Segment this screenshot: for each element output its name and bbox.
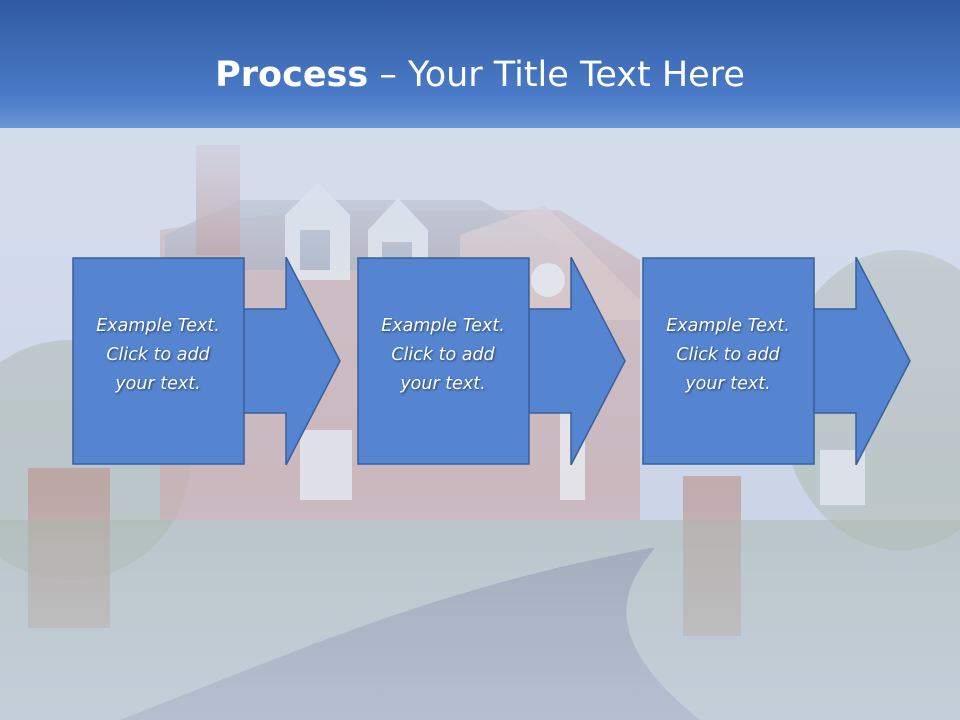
step-text-line: Click to add <box>391 345 495 365</box>
step-text-line: Example Text. <box>666 316 790 336</box>
step-text-line: your text. <box>115 374 201 394</box>
arrow-right-icon <box>72 257 341 465</box>
arrow-right-icon <box>642 257 911 465</box>
step-text-line: your text. <box>685 374 771 394</box>
step-text-line: your text. <box>400 374 486 394</box>
step-text-line: Example Text. <box>96 316 220 336</box>
step-text: Example Text. Click to add your text. <box>642 312 814 399</box>
step-text-line: Example Text. <box>381 316 505 336</box>
step-text-line: Click to add <box>676 345 780 365</box>
process-step-3[interactable]: Example Text. Click to add your text. <box>642 257 912 465</box>
step-text-line: Click to add <box>106 345 210 365</box>
slide-title[interactable]: Process – Your Title Text Here <box>0 52 960 98</box>
step-text: Example Text. Click to add your text. <box>357 312 529 399</box>
process-step-1[interactable]: Example Text. Click to add your text. <box>72 257 342 465</box>
process-step-2[interactable]: Example Text. Click to add your text. <box>357 257 627 465</box>
arrow-right-icon <box>357 257 626 465</box>
title-rest: – Your Title Text Here <box>368 55 745 95</box>
title-bold: Process <box>215 55 369 95</box>
step-text: Example Text. Click to add your text. <box>72 312 244 399</box>
